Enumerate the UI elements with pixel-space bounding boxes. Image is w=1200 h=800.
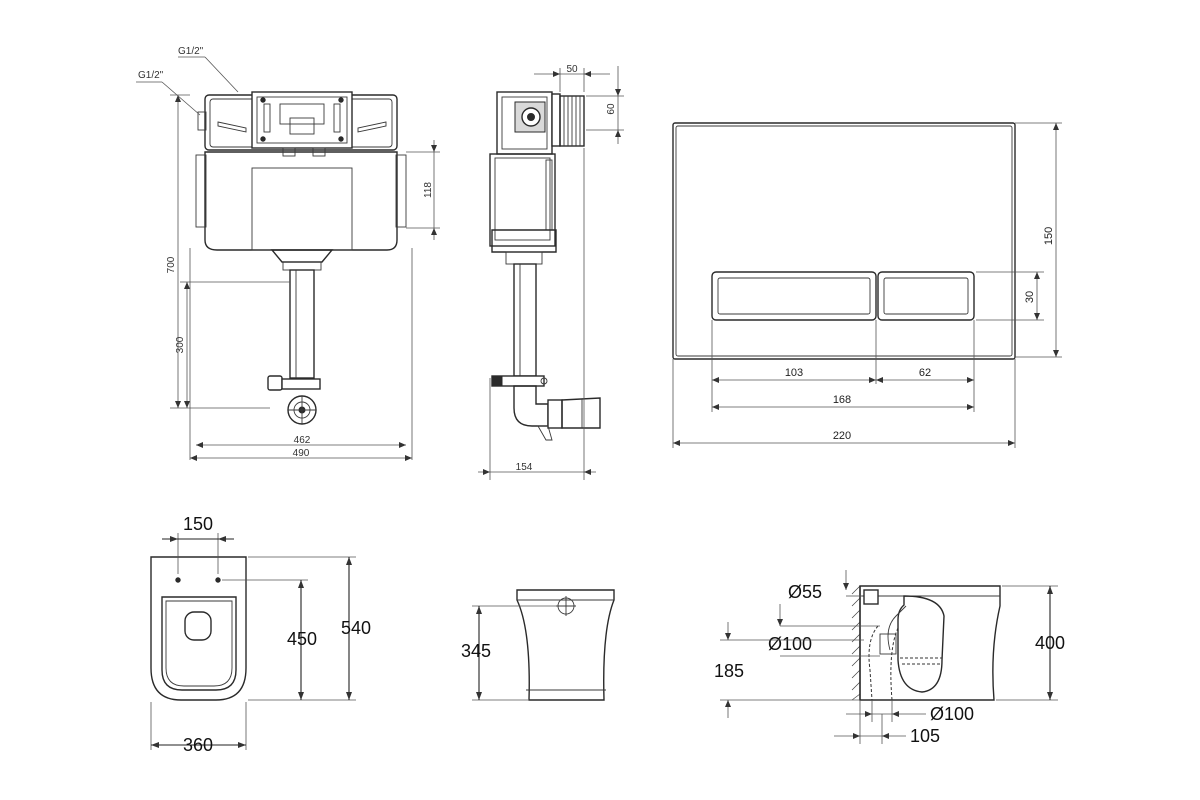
wc-top-view: 150 540 450 360 (150, 514, 371, 755)
dim-30-plate: 30 (1024, 291, 1036, 303)
flush-plate-view: 150 30 103 62 168 220 (672, 122, 1062, 448)
dim-185: 185 (714, 661, 744, 681)
dim-150-plate: 150 (1043, 227, 1055, 245)
dim-118: 118 (423, 182, 434, 198)
dim-62: 62 (919, 367, 931, 379)
dim-50: 50 (566, 64, 578, 75)
dim-450: 450 (287, 629, 317, 649)
dim-60: 60 (606, 103, 617, 115)
dim-462: 462 (294, 435, 311, 446)
dim-700: 700 (166, 256, 177, 273)
cistern-side-view: 50 60 154 (478, 64, 624, 480)
dim-490: 490 (293, 448, 310, 459)
label-inlet-side: G1/2" (138, 70, 164, 81)
dim-d100-pipe: Ø100 (768, 634, 812, 654)
dim-300: 300 (175, 336, 186, 353)
dim-168: 168 (833, 394, 851, 406)
dim-d55: Ø55 (788, 582, 822, 602)
dim-360: 360 (183, 735, 213, 755)
dim-d100-outlet: Ø100 (930, 704, 974, 724)
cistern-front-view: 700 300 118 462 490 G1/2" G1/2" (136, 46, 440, 461)
wc-front-view: 345 (461, 589, 615, 701)
dim-400: 400 (1035, 633, 1065, 653)
dim-154: 154 (516, 462, 533, 473)
dim-150-wc: 150 (183, 514, 213, 534)
dim-540: 540 (341, 618, 371, 638)
dim-105: 105 (910, 726, 940, 746)
dim-345: 345 (461, 641, 491, 661)
wc-section-view: Ø55 Ø100 185 400 Ø100 105 (714, 570, 1065, 746)
dim-103: 103 (785, 367, 803, 379)
dim-220: 220 (833, 430, 851, 442)
label-inlet-top: G1/2" (178, 46, 204, 57)
